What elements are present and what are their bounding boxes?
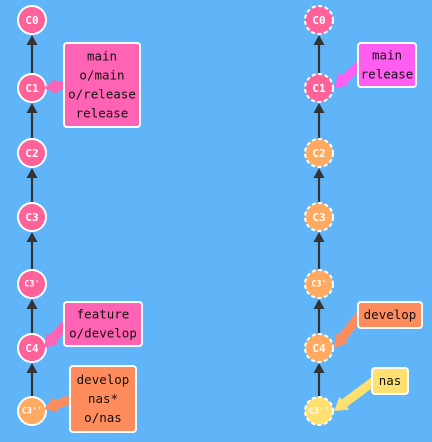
commit-circle <box>17 269 47 299</box>
edge-arrowhead <box>26 168 38 178</box>
commit-c3p[interactable]: C3' <box>304 269 334 299</box>
branch-label-feature[interactable]: feature o/develop <box>44 301 143 348</box>
commit-c3[interactable]: C3 <box>304 202 334 232</box>
commit-id-text: C3 <box>312 211 325 224</box>
edge-arrowhead <box>26 103 38 113</box>
commit-id-text: C4 <box>312 342 326 355</box>
commit-circle <box>304 333 334 363</box>
commit-circle <box>304 202 334 232</box>
commit-id-text: C3'' <box>22 407 42 417</box>
edge-arrowhead <box>313 168 325 178</box>
branch-label-box <box>371 367 409 395</box>
branch-name-main: main <box>87 49 117 64</box>
commit-id-text: C4 <box>25 342 39 355</box>
edge-arrowhead <box>313 103 325 113</box>
edge-arrowhead <box>26 35 38 45</box>
branch-name-release: release <box>361 67 414 82</box>
commit-circle <box>304 269 334 299</box>
edge-arrowhead <box>313 363 325 373</box>
branch-name-main: main <box>372 48 402 63</box>
commit-c3[interactable]: C3 <box>17 202 47 232</box>
commit-c1[interactable]: C1 <box>304 73 334 103</box>
branch-arrow-head <box>334 73 350 88</box>
edge-arrowhead <box>313 232 325 242</box>
commit-c3pp[interactable]: C3'' <box>17 396 47 426</box>
branch-name-nasstar: nas* <box>88 391 118 406</box>
edge-arrowhead <box>26 363 38 373</box>
branch-name-develop: develop <box>77 372 130 387</box>
commit-c0[interactable]: C0 <box>17 5 47 35</box>
commit-circle <box>17 5 47 35</box>
commit-circle <box>17 396 47 426</box>
commit-id-text: C2 <box>312 147 325 160</box>
branch-label-nas[interactable]: nas <box>334 367 409 411</box>
commit-circle <box>304 73 334 103</box>
edge-arrowhead <box>313 299 325 309</box>
commit-circle <box>304 5 334 35</box>
commit-circle <box>17 138 47 168</box>
commit-id-text: C1 <box>312 82 326 95</box>
branch-label-box <box>63 42 141 128</box>
branch-arrow-shaft <box>341 377 377 407</box>
commit-c4[interactable]: C4 <box>304 333 334 363</box>
branch-name-feature: feature <box>77 307 130 322</box>
commit-c0[interactable]: C0 <box>304 5 334 35</box>
branch-arrow-head <box>44 397 59 413</box>
branch-label-main[interactable]: main o/main o/release release <box>44 42 141 128</box>
branch-name-o-main: o/main <box>79 68 124 83</box>
commit-id-text: C1 <box>25 82 39 95</box>
commit-id-text: C3'' <box>309 407 329 417</box>
commit-id-text: C0 <box>25 14 38 27</box>
commit-id-text: C2 <box>25 147 38 160</box>
commit-c4[interactable]: C4 <box>17 333 47 363</box>
commit-id-text: C3 <box>25 211 38 224</box>
commit-c1[interactable]: C1 <box>17 73 47 103</box>
commit-circle <box>304 138 334 168</box>
branch-name-develop: develop <box>364 307 417 322</box>
commit-circle <box>17 333 47 363</box>
branch-name-release: release <box>76 106 129 121</box>
branch-arrow-head <box>44 333 59 348</box>
branch-name-nas: nas <box>379 373 402 388</box>
commit-id-text: C3' <box>311 280 326 290</box>
branch-label-box <box>357 42 417 88</box>
branch-arrow-head <box>334 396 350 411</box>
commit-circle <box>304 396 334 426</box>
commit-circle <box>17 202 47 232</box>
edge-arrowhead <box>313 35 325 45</box>
commit-c3p[interactable]: C3' <box>17 269 47 299</box>
branch-arrow-head <box>44 78 58 95</box>
commit-c3pp[interactable]: C3'' <box>304 396 334 426</box>
branch-label-main[interactable]: main release <box>334 42 417 88</box>
edge-arrowhead <box>26 299 38 309</box>
branch-name-o-release: o/release <box>68 87 136 102</box>
commit-id-text: C3' <box>24 280 39 290</box>
branch-arrow-head <box>334 332 349 348</box>
branch-label-box <box>357 301 423 329</box>
commit-c2[interactable]: C2 <box>17 138 47 168</box>
branch-name-o-nas: o/nas <box>84 410 122 425</box>
commit-id-text: C0 <box>312 14 325 27</box>
commit-c2[interactable]: C2 <box>304 138 334 168</box>
branch-label-develop[interactable]: develop nas* o/nas <box>44 365 137 433</box>
branch-name-o-develop: o/develop <box>69 326 137 341</box>
branch-label-box <box>69 365 137 433</box>
branch-label-box <box>63 301 143 347</box>
branch-label-develop[interactable]: develop <box>334 301 423 348</box>
edge-arrowhead <box>26 232 38 242</box>
